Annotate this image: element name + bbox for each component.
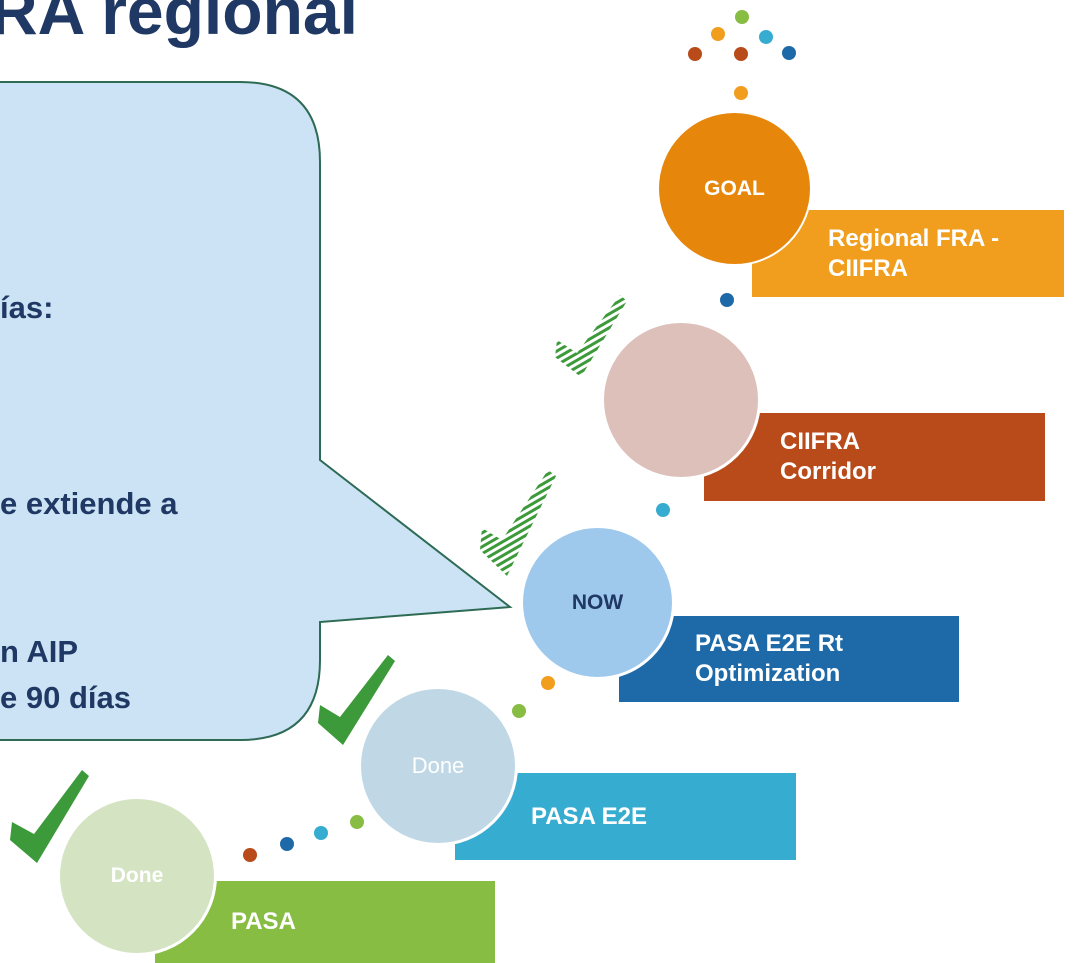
decor-dot bbox=[782, 46, 796, 60]
decor-dot bbox=[243, 848, 257, 862]
decor-dot bbox=[734, 86, 748, 100]
step-box-regional-fra: Regional FRA - CIIFRA bbox=[752, 210, 1064, 297]
decor-dot bbox=[512, 704, 526, 718]
slide-title: RA regional bbox=[0, 0, 358, 48]
step-circle-label: Done bbox=[110, 864, 164, 887]
step-label: Regional FRA - CIIFRA bbox=[828, 224, 1000, 282]
bubble-line-3: n AIP bbox=[0, 634, 79, 669]
bubble-line-1: ías: bbox=[0, 290, 54, 325]
step-label: PASA bbox=[231, 908, 296, 935]
decor-dot bbox=[720, 293, 734, 307]
step-label: CIIFRA Corridor bbox=[780, 428, 876, 485]
checkmark-icon bbox=[480, 470, 556, 576]
step-circle-label: GOAL bbox=[704, 176, 765, 200]
bubble-line-4: e 90 días bbox=[0, 680, 131, 715]
checkmark-icon bbox=[318, 655, 395, 745]
decor-dot bbox=[350, 815, 364, 829]
step-label: PASA E2E Rt Optimization bbox=[695, 630, 844, 687]
checkmark-icon bbox=[10, 770, 89, 863]
checkmark-icon bbox=[555, 295, 627, 377]
decor-dot bbox=[759, 30, 773, 44]
decor-dot bbox=[688, 47, 702, 61]
decor-dot bbox=[734, 47, 748, 61]
step-circle-done-pasa-e2e: Done bbox=[358, 686, 518, 846]
step-circle-goal: GOAL bbox=[657, 111, 812, 266]
decor-dot bbox=[711, 27, 725, 41]
step-circle-label: NOW bbox=[571, 590, 624, 614]
bubble-line-2: e extiende a bbox=[0, 486, 178, 521]
decor-dot bbox=[314, 826, 328, 840]
decor-dot bbox=[656, 503, 670, 517]
step-box-pasa-e2e-rt: PASA E2E Rt Optimization bbox=[619, 616, 959, 702]
step-circle-ciifra bbox=[601, 320, 761, 480]
step-circle-label: Done bbox=[411, 753, 465, 778]
decor-dot bbox=[280, 837, 294, 851]
step-circle-now: NOW bbox=[520, 525, 675, 680]
step-label: PASA E2E bbox=[531, 802, 648, 830]
step-circle-done-pasa: Done bbox=[57, 796, 217, 956]
decor-dot bbox=[541, 676, 555, 690]
step-box-ciifra-corridor: CIIFRA Corridor bbox=[704, 413, 1045, 501]
decor-dot bbox=[735, 10, 749, 24]
